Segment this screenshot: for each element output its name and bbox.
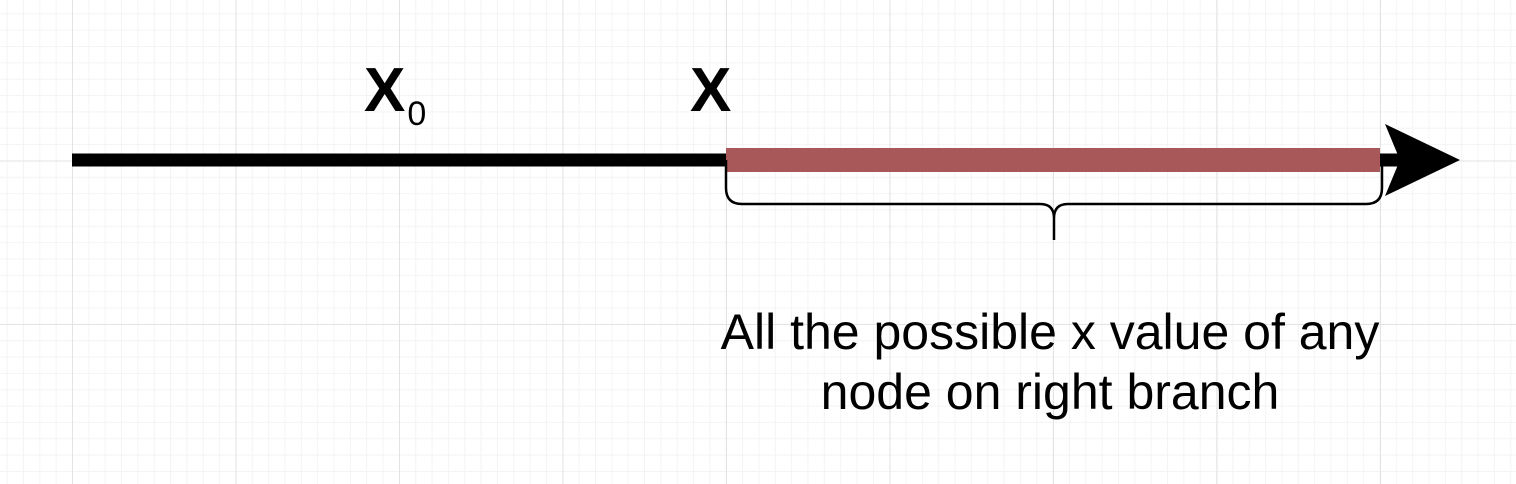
curly-brace [724,160,1384,240]
caption: All the possible x value of any node on … [640,302,1460,422]
label-x0-main: X [364,56,406,125]
axis-arrowhead [1385,124,1460,196]
caption-line-2: node on right branch [820,364,1280,420]
label-x: X [690,56,732,125]
caption-line-1: All the possible x value of any [720,304,1380,360]
label-x0-subscript: 0 [407,95,427,133]
label-x0: X0 [364,60,426,132]
